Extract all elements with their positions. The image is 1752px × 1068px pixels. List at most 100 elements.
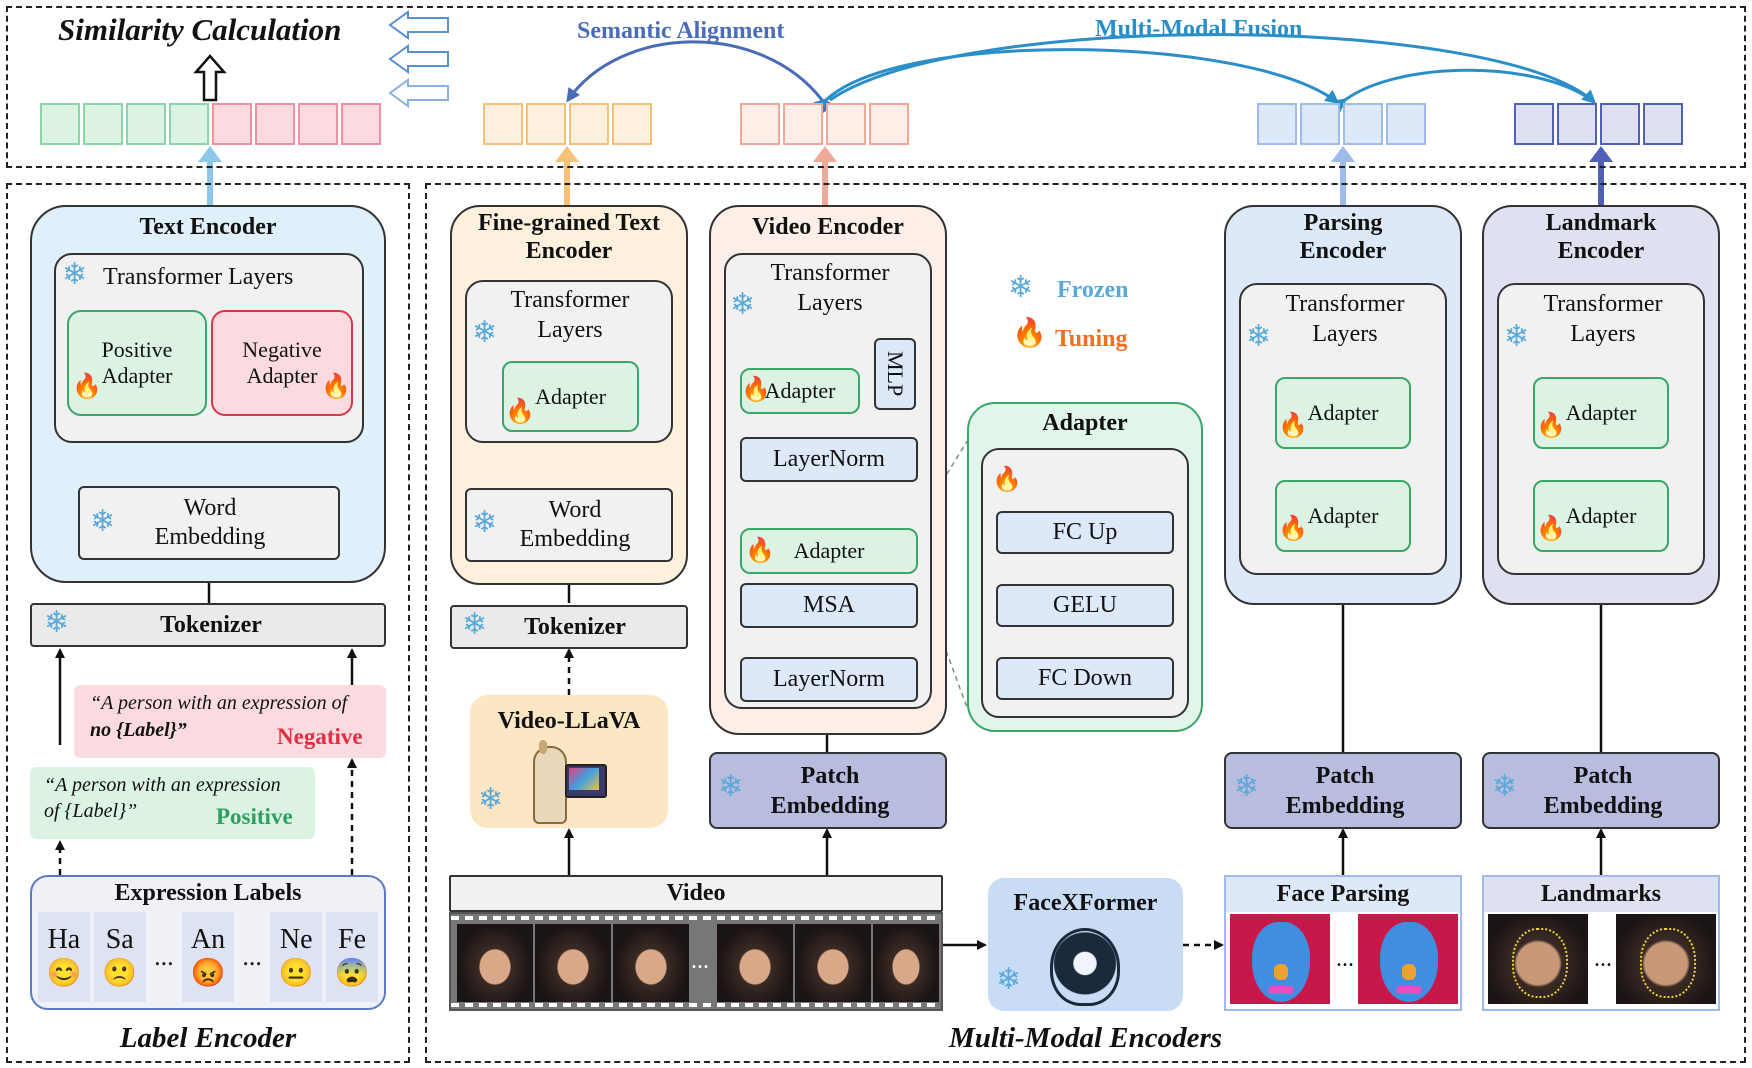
feature-cell-lightblue [1257,103,1297,145]
expression-label-row: Ha😊 Sa🙁 ... An😡 ... Ne😐 Fe😨 [38,912,378,1002]
fine-adapter: Adapter [502,361,639,432]
parsing-vector [1257,103,1429,145]
tuning-legend-label: Tuning [1055,326,1128,352]
video-frame-image [613,924,689,1002]
feature-cell-lightblue [1386,103,1426,145]
landmark-encoder-title: Landmark Encoder [1545,210,1657,264]
video-transformer-label: Transformer Layers [770,260,890,316]
landmark-face-image [1488,914,1588,1004]
parsing-adapter-top: Adapter [1275,377,1411,449]
layernorm-bottom: LayerNorm [740,657,918,702]
layernorm-top: LayerNorm [740,437,918,482]
tuning-legend-icon: 🔥 [1012,318,1047,349]
negative-prompt-line2: no {Label}” [90,719,187,741]
feature-cell-indigo [1643,103,1683,145]
expression-labels-title: Expression Labels [114,880,302,906]
video-frame-image [535,924,611,1002]
frozen-snowflake-icon: ❄ [44,606,70,639]
label-cell-ha: Ha😊 [38,912,90,1002]
frozen-snowflake-icon: ❄ [472,316,498,349]
label-cell-sa: Sa🙁 [93,912,146,1002]
label-text: An [190,924,226,955]
landmark-images: ... [1482,912,1720,1011]
facexformer-head-icon [1050,928,1120,1006]
video-frame-image [873,924,939,1002]
label-text: Fe [338,924,367,955]
frozen-snowflake-icon: ❄ [718,770,744,803]
tuning-flame-icon: 🔥 [745,538,775,564]
label-cell-an: An😡 [182,912,234,1002]
landmark-transformer-label: Transformer Layers [1543,291,1663,347]
positive-prompt-line1: “A person with an expression [44,774,281,796]
video-patch-embedding-block [709,752,947,829]
feature-cell-salmon [826,103,866,145]
fc-up-block: FC Up [996,511,1174,554]
video-patch-embedding-label: Patch Embedding [770,762,890,819]
landmark-adapter-top: Adapter [1533,377,1669,449]
frozen-snowflake-icon: ❄ [1246,320,1272,353]
fc-down-block: FC Down [996,657,1174,700]
feature-cell-pink [212,103,252,145]
video-llava-block [470,695,668,828]
parsing-patch-embedding-block [1224,752,1462,829]
feature-cell-pink [255,103,295,145]
multi-modal-section [425,183,1746,1063]
feature-cell-lightblue [1300,103,1340,145]
label-text: Sa [105,924,134,955]
video-frame-image [717,924,793,1002]
feature-cell-orange [483,103,523,145]
tuning-flame-icon: 🔥 [741,377,771,403]
feature-cell-indigo [1600,103,1640,145]
gelu-block: GELU [996,584,1174,627]
label-text: Ne [279,924,313,955]
happy-emoji-icon: 😊 [46,958,82,989]
parsing-ellipsis: ... [1336,946,1354,972]
fine-tokenizer-label: Tokenizer [524,613,626,640]
feature-cell-orange [569,103,609,145]
fine-grained-title: Fine-grained Text Encoder [477,210,660,264]
landmark-adapter-bottom: Adapter [1533,480,1669,552]
face-parsing-images: ... [1224,912,1462,1011]
tuning-flame-icon: 🔥 [1278,516,1308,542]
label-ellipsis: ... [242,942,262,971]
fine-transformer-label: Transformer Layers [510,287,630,343]
word-embedding-label: Word Embedding [154,495,266,550]
negative-tag: Negative [277,724,363,749]
frozen-snowflake-icon: ❄ [62,258,88,291]
video-encoder-title: Video Encoder [752,214,904,240]
similarity-vector [40,103,384,145]
feature-cell-pink [298,103,338,145]
video-label-box: Video [449,875,943,912]
semantic-alignment-label: Semantic Alignment [577,18,785,44]
positive-tag: Positive [216,804,293,829]
positive-prompt-line2: of {Label}” [44,800,137,823]
multi-modal-fusion-label: Multi-Modal Fusion [1095,16,1303,42]
landmark-patch-embedding-block [1482,752,1720,829]
feature-cell-salmon [740,103,780,145]
video-adapter-top: Adapter [740,368,860,414]
similarity-title: Similarity Calculation [58,12,342,47]
frozen-legend-label: Frozen [1057,277,1129,303]
frozen-snowflake-icon: ❄ [730,288,756,321]
video-frame-image [795,924,871,1002]
fine-tokenizer-block [450,605,688,649]
msa-block: MSA [740,583,918,628]
video-adapter-bottom: Adapter [740,528,918,574]
landmark-patch-embedding-label: Patch Embedding [1543,762,1663,819]
parsed-face-image [1230,914,1330,1004]
parsed-face-image [1358,914,1458,1004]
negative-adapter: Negative Adapter [211,310,353,416]
landmark-face-image [1616,914,1716,1004]
word-embedding-block [78,486,340,560]
fine-grained-text-vector [483,103,655,145]
adapter-detail-title: Adapter [1042,410,1128,436]
label-ellipsis: ... [154,942,174,971]
angry-emoji-icon: 😡 [190,958,226,989]
tuning-flame-icon: 🔥 [1536,413,1566,439]
tuning-flame-icon: 🔥 [1536,516,1566,542]
tokenizer-label: Tokenizer [160,611,262,638]
frozen-snowflake-icon: ❄ [462,608,488,641]
facexformer-label: FaceXFormer [1013,890,1158,916]
label-encoder-title: Label Encoder [119,1022,297,1054]
sad-emoji-icon: 🙁 [102,958,138,989]
